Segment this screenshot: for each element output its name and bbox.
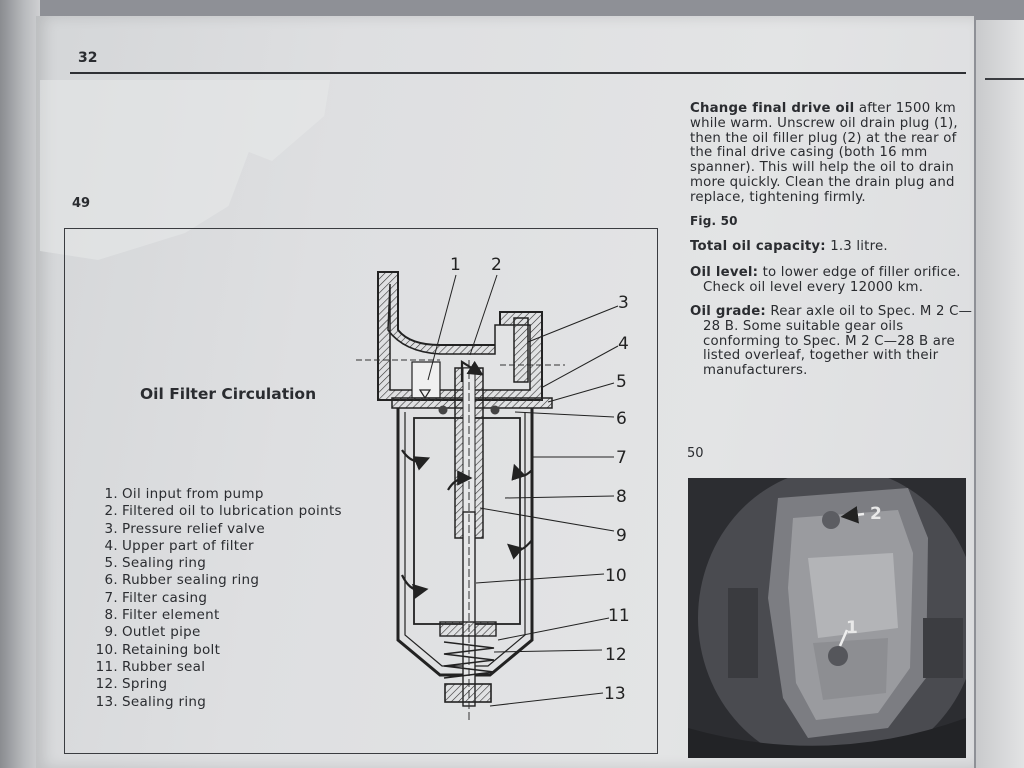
- facing-page-edge: [976, 20, 1024, 768]
- callout: 2: [491, 255, 502, 275]
- bolt-head: [444, 683, 492, 703]
- grade-paragraph: Oil grade: Rear axle oil to Spec. M 2 C—…: [690, 304, 979, 379]
- change-oil-heading: Change final drive oil: [690, 101, 855, 116]
- diagram-legend: 1.Oil input from pump 2.Filtered oil to …: [86, 486, 342, 711]
- photo-illustration: [688, 478, 966, 758]
- legend-item: 9.Outlet pipe: [104, 624, 201, 641]
- sealing-ring: [438, 405, 448, 415]
- legend-item: 13.Sealing ring: [95, 693, 207, 710]
- legend-item: 10.Retaining bolt: [95, 641, 221, 658]
- header-rule: [70, 72, 966, 74]
- grade-heading: Oil grade:: [690, 304, 766, 319]
- change-oil-paragraph: Change final drive oil after 1500 km whi…: [690, 101, 966, 206]
- change-oil-body: after 1500 km while warm. Unscrew oil dr…: [690, 101, 958, 205]
- legend-item: 1.Oil input from pump: [104, 486, 264, 502]
- callout: 9: [616, 526, 627, 546]
- legend-item: 5.Sealing ring: [104, 555, 207, 572]
- diagram-title: Oil Filter Circulation: [140, 385, 317, 403]
- sealing-ring-right: [490, 405, 500, 415]
- flow-arrows: [401, 360, 533, 600]
- legend-item: 12.Spring: [95, 676, 168, 693]
- final-drive-photo: 2 1: [688, 478, 966, 758]
- callout: 12: [605, 645, 627, 665]
- callout: 10: [605, 566, 627, 586]
- photo-label-filler-plug: 2: [870, 504, 882, 524]
- spring: [443, 641, 495, 679]
- photo-label-drain-plug: 1: [846, 618, 858, 638]
- level-body: to lower edge of filler orifice. Check o…: [703, 265, 961, 295]
- page-number: 32: [78, 50, 98, 66]
- legend-item: 3.Pressure relief valve: [104, 520, 265, 537]
- capacity-value: 1.3 litre.: [830, 239, 888, 254]
- fig-ref: Fig. 50: [690, 214, 738, 228]
- figure-49-frame: [64, 228, 658, 754]
- callout: 7: [616, 448, 627, 468]
- legend-item: 2.Filtered oil to lubrication points: [104, 503, 342, 520]
- legend-item: 8.Filter element: [104, 607, 220, 624]
- callout: 1: [450, 255, 461, 275]
- grade-body: Rear axle oil to Spec. M 2 C—28 B. Some …: [703, 304, 973, 379]
- callout: 5: [616, 372, 627, 392]
- leader-lines: [427, 274, 619, 707]
- facing-page-rule: [985, 78, 1024, 80]
- callout: 11: [608, 606, 630, 626]
- legend-item: 11.Rubber seal: [95, 658, 206, 675]
- callout: 13: [604, 684, 626, 704]
- rubber-seal: [439, 621, 497, 637]
- capacity-heading: Total oil capacity:: [690, 239, 826, 254]
- level-heading: Oil level:: [690, 265, 759, 280]
- callout: 6: [616, 409, 627, 429]
- callout: 8: [616, 487, 627, 507]
- legend-item: 4.Upper part of filter: [104, 537, 254, 554]
- legend-item: 7.Filter casing: [104, 589, 208, 606]
- figure-50-number: 50: [687, 446, 704, 461]
- level-paragraph: Oil level: to lower edge of filler orifi…: [690, 265, 979, 296]
- figure-49-number: 49: [72, 196, 91, 211]
- capacity-paragraph: Total oil capacity: 1.3 litre.: [690, 239, 966, 255]
- callout: 3: [618, 293, 629, 313]
- legend-item: 6.Rubber sealing ring: [104, 572, 260, 589]
- book-spine: [0, 0, 40, 768]
- callout: 4: [618, 334, 629, 354]
